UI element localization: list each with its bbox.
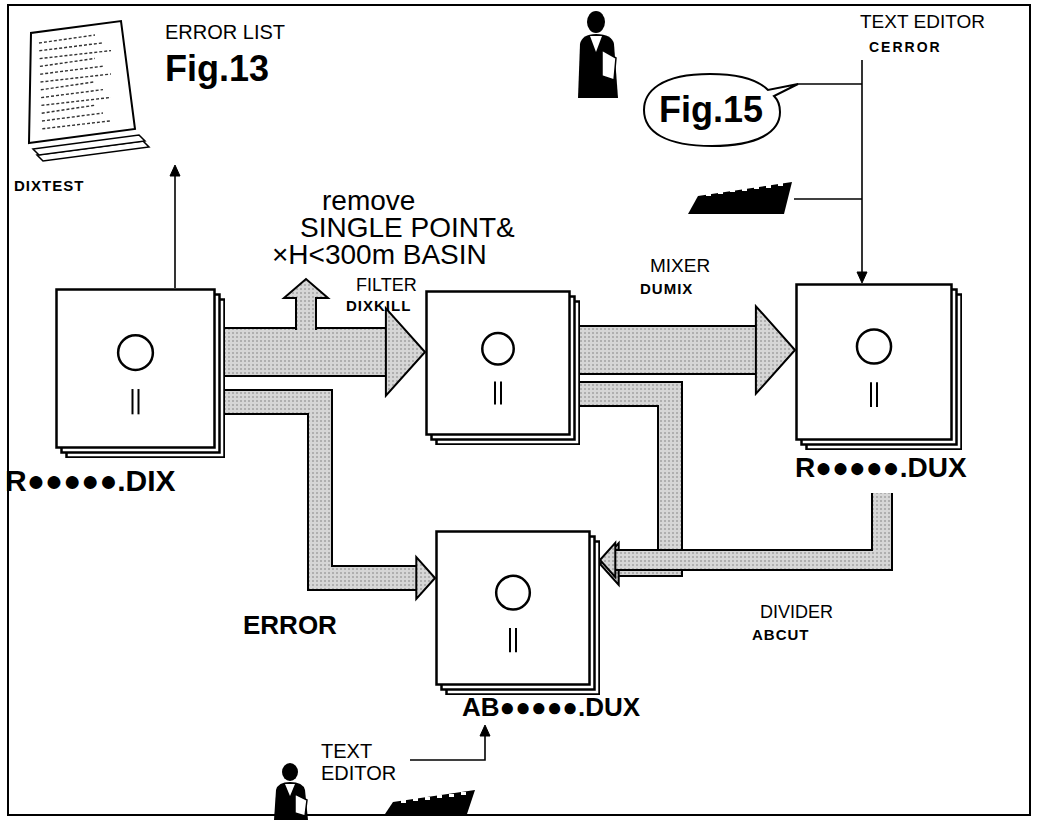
keyboard-icon xyxy=(385,790,475,814)
link-arrow xyxy=(857,60,867,283)
arrow-head xyxy=(170,165,180,176)
note-label: ×H<300m BASIN xyxy=(272,240,487,271)
edge-label: DIXKILL xyxy=(346,298,411,315)
floppy-disk xyxy=(435,530,600,695)
flow-arrow xyxy=(600,493,882,577)
floppy-disk-node xyxy=(425,290,580,445)
edge-label: ERROR xyxy=(243,611,337,640)
keyboard-lead xyxy=(794,198,862,200)
floppy-disk xyxy=(55,288,225,458)
edge-label: ABCUT xyxy=(752,627,810,644)
floppy-disk-node: AB●●●●●.DUX xyxy=(435,530,600,725)
floppy-disk xyxy=(795,283,962,450)
edge-label: DIXTEST xyxy=(14,178,84,195)
floppy-disk xyxy=(425,290,580,445)
arrow-head xyxy=(480,725,490,736)
flow-arrow xyxy=(225,402,435,599)
node-text: AB●●●●●.DUX xyxy=(462,693,640,722)
flow-arrow xyxy=(580,306,795,393)
node-text: TEXT EDITOR xyxy=(860,12,985,33)
link-arrow xyxy=(170,165,180,288)
floppy-disk-node: R●●●●●.DUX xyxy=(795,283,962,493)
node-text: CERROR xyxy=(869,40,942,55)
person-icon xyxy=(578,11,618,98)
arrow-head xyxy=(386,308,425,395)
note-label: MIXER xyxy=(650,256,710,277)
link-arrow xyxy=(410,725,490,760)
node-text: ERROR LIST xyxy=(165,21,285,43)
text-editor-node: TEXT EDITOR CERROR xyxy=(855,10,989,60)
frame xyxy=(8,5,1030,815)
arrow-head xyxy=(600,543,619,585)
arrow-head xyxy=(600,543,615,577)
floppy-disk-node: R●●●●●.DIX xyxy=(55,288,225,502)
arrow-head xyxy=(857,272,867,283)
node-text: Fig.15 xyxy=(659,90,763,130)
node-text: R●●●●●.DIX xyxy=(5,464,176,497)
note-label: DIVIDER xyxy=(760,603,833,623)
edge-label: DUMIX xyxy=(640,281,693,298)
remove-arrow xyxy=(284,279,328,330)
error-list-node: ERROR LIST Fig.13 xyxy=(25,15,295,165)
node-text: TEXT EDITOR xyxy=(321,740,406,784)
arrow-head xyxy=(416,557,435,599)
person-icon xyxy=(274,763,308,820)
text-editor-node: TEXT EDITOR xyxy=(318,738,410,788)
arrow-head xyxy=(756,306,795,393)
keyboard-icon xyxy=(688,182,792,214)
error-list-icon xyxy=(25,15,155,163)
node-text: R●●●●●.DUX xyxy=(795,453,967,484)
speech-bubble-node: Fig.15 xyxy=(640,70,800,150)
flow-arrow xyxy=(225,308,425,395)
node-text: Fig.13 xyxy=(165,49,269,89)
note-label: FILTER xyxy=(356,276,417,296)
bubble-lead xyxy=(798,83,862,85)
